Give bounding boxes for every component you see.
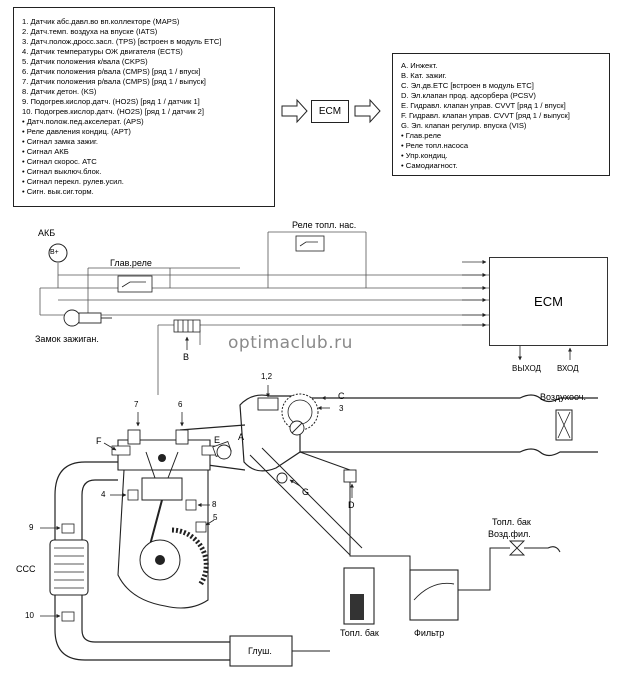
outputs-item: F. Гидравл. клапан управ. CVVT [ряд 1 / … bbox=[401, 111, 570, 120]
breather-valve-icon bbox=[508, 540, 526, 556]
label-main-relay: Глав.реле bbox=[110, 258, 152, 268]
label-ccc: CCC bbox=[16, 564, 36, 574]
outputs-item: • Самодиагност. bbox=[401, 161, 458, 170]
flow-arrow-from-ecm bbox=[354, 98, 381, 124]
inputs-item: • Реле давления кондиц. (APT) bbox=[22, 127, 131, 136]
fuel-pump-relay-icon bbox=[295, 235, 325, 252]
catalytic-converter bbox=[49, 539, 89, 596]
inputs-item: 4. Датчик температуры ОЖ двигателя (ECTS… bbox=[22, 47, 183, 56]
muffler-icon bbox=[229, 635, 293, 667]
ecm-block-small: ECM bbox=[311, 100, 349, 123]
outputs-item: G. Эл. клапан регулир. впуска (VIS) bbox=[401, 121, 527, 130]
crank-trigger-wheel bbox=[171, 527, 209, 587]
inputs-item: 8. Датчик детон. (KS) bbox=[22, 87, 97, 96]
o2-sensor-1 bbox=[61, 523, 75, 534]
inputs-item: 5. Датчик положения к/вала (CKPS) bbox=[22, 57, 148, 66]
label-n4: 4 bbox=[101, 490, 106, 499]
canister-filter-icon bbox=[409, 569, 459, 621]
cvvt-valve-exhaust bbox=[111, 445, 131, 456]
inputs-item: • Сигнал выключ.блок. bbox=[22, 167, 102, 176]
ignition-coil-icon bbox=[173, 319, 201, 333]
label-n8: 8 bbox=[212, 500, 217, 509]
piston bbox=[141, 477, 183, 501]
label-a: A bbox=[238, 432, 245, 442]
ecm-small-label: ECM bbox=[318, 106, 342, 117]
main-relay-icon bbox=[117, 275, 153, 293]
label-input: ВХОД bbox=[557, 364, 579, 373]
label-breather-2: Возд.фил. bbox=[488, 529, 531, 539]
label-n10: 10 bbox=[25, 611, 34, 620]
inputs-item: 2. Датч.темп. воздуха на впуске (IATS) bbox=[22, 27, 158, 36]
inputs-item: 10. Подогрев.кислор.датч. (HO2S) [ряд 1 … bbox=[22, 107, 204, 116]
engine-block bbox=[117, 469, 209, 609]
inputs-item: 1. Датчик абс.давл.во вп.коллекторе (MAP… bbox=[22, 17, 180, 26]
cmp-sensor-intake bbox=[175, 429, 189, 445]
inputs-item: • Сигн. вык.сиг.торм. bbox=[22, 187, 94, 196]
maps-sensor-icon bbox=[257, 397, 279, 411]
label-ignition-switch: Замок зажиган. bbox=[35, 334, 99, 344]
label-output: ВЫХОД bbox=[512, 364, 541, 373]
outputs-item: • Глав.реле bbox=[401, 131, 442, 140]
battery-icon bbox=[48, 243, 68, 263]
outputs-item: C. Эл.дв.ETC [встроен в модуль ETC] bbox=[401, 81, 534, 90]
label-n12: 1,2 bbox=[261, 372, 273, 381]
label-n7: 7 bbox=[134, 400, 139, 409]
inputs-item: • Сигнал АКБ bbox=[22, 147, 69, 156]
label-fuel-pump-relay: Реле топл. нас. bbox=[292, 220, 357, 230]
label-b-plus: B+ bbox=[50, 249, 59, 256]
inputs-item: • Сигнал замка зажиг. bbox=[22, 137, 98, 146]
label-g: G bbox=[302, 487, 310, 497]
label-c: C bbox=[338, 391, 345, 401]
purge-line bbox=[249, 447, 363, 556]
ects-sensor bbox=[127, 489, 139, 501]
inputs-item: 9. Подогрев.кислор.датч. (HO2S) [ряд 1 /… bbox=[22, 97, 200, 106]
ckp-sensor bbox=[195, 521, 207, 533]
label-akb: АКБ bbox=[38, 228, 56, 238]
vis-valve-icon bbox=[216, 444, 232, 460]
outputs-item: E. Гидравл. клапан управ. CVVT [ряд 1 / … bbox=[401, 101, 566, 110]
outputs-list: A. Инжект.B. Кат. зажиг.C. Эл.дв.ETC [вс… bbox=[401, 61, 603, 171]
label-air-cleaner: Воздухооч. bbox=[540, 392, 586, 402]
outputs-item: • Упр.кондиц. bbox=[401, 151, 448, 160]
ignition-key-icon bbox=[63, 309, 112, 327]
label-n3: 3 bbox=[339, 404, 344, 413]
inputs-item: • Сигнал перекл. рулев.усил. bbox=[22, 177, 124, 186]
vis-actuator-icon bbox=[276, 472, 288, 484]
watermark: optimaclub.ru bbox=[228, 333, 353, 353]
label-n6: 6 bbox=[178, 400, 183, 409]
label-b: B bbox=[183, 352, 190, 362]
ecm-big-label: ECM bbox=[534, 294, 563, 309]
flow-arrow-to-ecm bbox=[281, 98, 308, 124]
label-filter: Фильтр bbox=[414, 628, 445, 638]
outputs-item: A. Инжект. bbox=[401, 61, 438, 70]
inputs-list: 1. Датчик абс.давл.во вп.коллекторе (MAP… bbox=[22, 17, 268, 197]
inputs-item: • Датч.полож.пед.акселерат. (APS) bbox=[22, 117, 144, 126]
label-d: D bbox=[348, 500, 355, 510]
inputs-list-box: 1. Датчик абс.давл.во вп.коллекторе (MAP… bbox=[13, 7, 275, 207]
label-n9: 9 bbox=[29, 523, 34, 532]
inputs-item: 6. Датчик положения р/вала (CMPS) [ряд 1… bbox=[22, 67, 201, 76]
outputs-item: D. Эл.клапан прод. адсорбера (PCSV) bbox=[401, 91, 536, 100]
pcsv-valve-icon bbox=[343, 469, 357, 483]
ecm-block: ECM bbox=[489, 257, 608, 346]
label-n5: 5 bbox=[213, 513, 218, 522]
outputs-list-box: A. Инжект.B. Кат. зажиг.C. Эл.дв.ETC [вс… bbox=[392, 53, 610, 176]
inputs-item: 7. Датчик положения р/вала (CMPS) [ряд 1… bbox=[22, 77, 206, 86]
label-e: E bbox=[214, 435, 221, 445]
label-breather-1: Топл. бак bbox=[492, 517, 531, 527]
label-muffler: Глуш. bbox=[248, 646, 272, 656]
label-fuel-tank: Топл. бак bbox=[340, 628, 379, 638]
knock-sensor bbox=[185, 499, 197, 511]
intake-duct bbox=[300, 394, 598, 457]
inputs-item: • Сигнал скорос. АТС bbox=[22, 157, 97, 166]
cmp-sensor-exhaust bbox=[127, 429, 141, 445]
outputs-item: • Реле топл.насоса bbox=[401, 141, 469, 150]
label-f: F bbox=[96, 436, 102, 446]
spark-plug-icon bbox=[158, 454, 166, 462]
outputs-item: B. Кат. зажиг. bbox=[401, 71, 447, 80]
o2-sensor-2 bbox=[61, 611, 75, 622]
inputs-item: 3. Датч.полож.дросс.засл. (TPS) [встроен… bbox=[22, 37, 222, 46]
